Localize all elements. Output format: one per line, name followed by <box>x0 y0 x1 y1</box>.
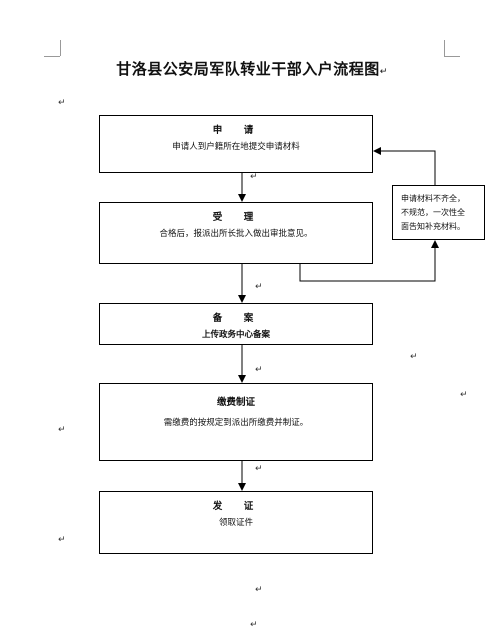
para-mark: ↵ <box>460 390 468 400</box>
step-issue-title: 发 证 <box>212 501 260 512</box>
para-mark: ↵ <box>250 172 258 182</box>
step-fee-title: 缴费制证 <box>216 397 255 408</box>
para-mark: ↵ <box>58 98 66 108</box>
step-accept-desc: 合格后，报派出所长批入做出审批意见。 <box>159 229 313 239</box>
para-mark: ↵ <box>58 425 66 435</box>
crop-mark-top-left-h <box>44 56 60 57</box>
page-title: 甘洛县公安局军队转业干部入户流程图↵ <box>0 58 504 79</box>
side-note-line-1: 申请材料不齐全， <box>401 194 465 203</box>
side-note-line-2: 不规范，一次性全 <box>401 208 465 217</box>
step-record-desc: 上传政务中心备案 <box>201 330 270 340</box>
para-mark: ↵ <box>58 535 66 545</box>
step-record: 备 案 上传政务中心备案 <box>99 303 373 345</box>
para-mark: ↵ <box>255 585 263 595</box>
para-mark: ↵ <box>410 352 418 362</box>
step-issue: 发 证 领取证件 <box>99 491 373 554</box>
arrow-accept-to-note <box>299 240 439 282</box>
title-text: 甘洛县公安局军队转业干部入户流程图 <box>116 60 380 78</box>
para-mark: ↵ <box>255 282 263 292</box>
step-issue-desc: 领取证件 <box>218 518 253 528</box>
step-apply-title: 申 请 <box>212 125 260 136</box>
title-para-mark: ↵ <box>379 67 388 77</box>
crop-mark-top-right <box>444 40 445 56</box>
para-mark: ↵ <box>250 620 258 630</box>
step-apply: 申 请 申请人到户籍所在地提交申请材料 <box>99 115 373 173</box>
step-accept-title: 受 理 <box>212 212 260 223</box>
arrow-note-to-apply <box>373 147 436 185</box>
crop-mark-top-right-h <box>444 56 460 57</box>
step-fee-desc: 需缴费的按规定到派出所缴费并制证。 <box>163 418 309 428</box>
crop-mark-top-left <box>60 40 61 56</box>
para-mark: ↵ <box>255 365 263 375</box>
step-record-title: 备 案 <box>212 313 260 324</box>
side-note: 申请材料不齐全， 不规范，一次性全 面告知补充材料。 <box>392 185 485 240</box>
step-apply-desc: 申请人到户籍所在地提交申请材料 <box>172 142 300 152</box>
side-note-line-3: 面告知补充材料。 <box>401 222 465 231</box>
para-mark: ↵ <box>255 464 263 474</box>
step-fee: 缴费制证 需缴费的按规定到派出所缴费并制证。 <box>99 383 373 461</box>
step-accept: 受 理 合格后，报派出所长批入做出审批意见。 <box>99 202 373 264</box>
